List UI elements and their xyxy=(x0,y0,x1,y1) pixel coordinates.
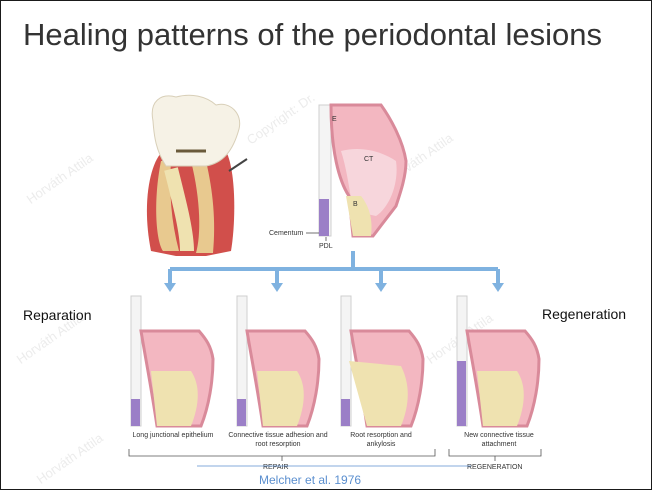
reparation-label: Reparation xyxy=(23,307,92,323)
cross-section-top: E CT B Cementum PDL xyxy=(269,105,406,250)
label-b: B xyxy=(353,201,358,208)
group-brackets xyxy=(129,449,541,461)
outcome-panel xyxy=(341,296,423,426)
outcome-panel xyxy=(457,296,539,426)
outcome-caption: Root resorption and ankylosis xyxy=(341,431,421,449)
repair-label: REPAIR xyxy=(263,464,289,471)
label-ct: CT xyxy=(364,156,374,163)
label-cementum: Cementum xyxy=(269,230,303,237)
outcome-caption: Connective tissue adhesion and root reso… xyxy=(227,431,329,449)
regeneration-label: REGENERATION xyxy=(467,464,523,471)
branch-arrows xyxy=(170,251,498,284)
tooth-illustration xyxy=(147,95,247,256)
citation: Melcher et al. 1976 xyxy=(259,473,361,487)
outcome-caption: New connective tissue attachment xyxy=(461,431,537,449)
label-e: E xyxy=(332,116,337,123)
outcome-panel xyxy=(131,296,213,426)
outcome-caption: Long junctional epithelium xyxy=(123,431,223,440)
regeneration-side-label: Regeneration xyxy=(542,306,626,322)
outcome-panel xyxy=(237,296,319,426)
arrow-heads xyxy=(164,283,504,292)
label-pdl: PDL xyxy=(319,243,333,250)
